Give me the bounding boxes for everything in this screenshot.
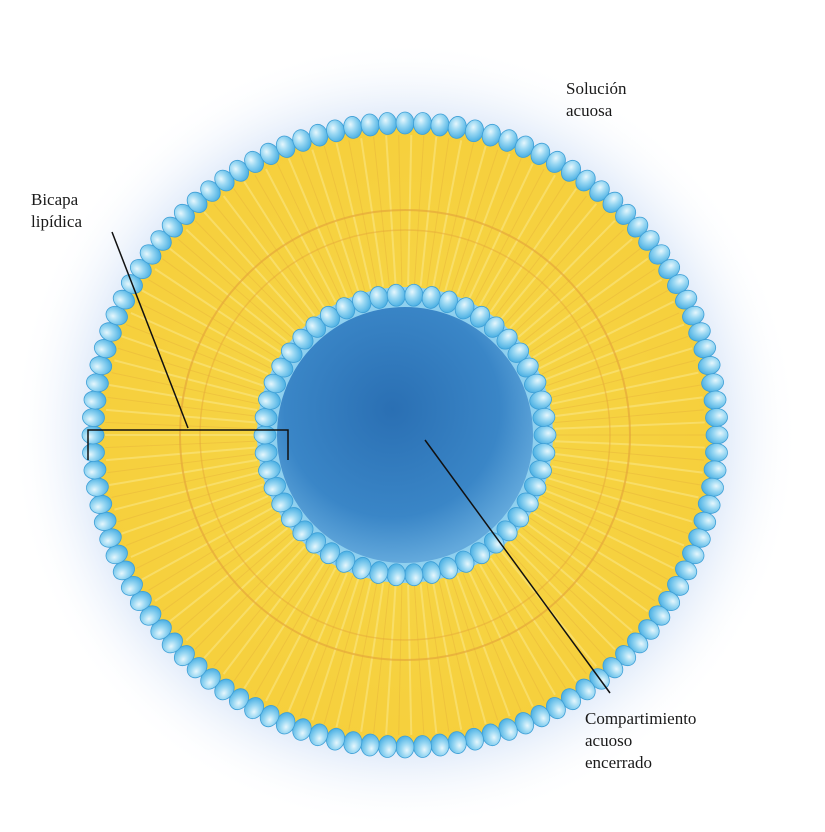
phospholipid-headgroup-icon: [534, 426, 556, 444]
aqueous-solution-label: Solución acuosa: [566, 78, 626, 122]
phospholipid-headgroup-icon: [254, 426, 276, 444]
phospholipid-headgroup-icon: [706, 426, 728, 444]
enclosed-compartment-label-line3: encerrado: [585, 752, 696, 774]
enclosed-compartment-label: Compartimiento acuoso encerrado: [585, 708, 696, 774]
aqueous-solution-label-line1: Solución: [566, 78, 626, 100]
lipid-bilayer-label: Bicapa lipídica: [31, 189, 82, 233]
phospholipid-headgroup-icon: [82, 426, 104, 444]
enclosed-compartment-label-line2: acuoso: [585, 730, 696, 752]
lipid-bilayer-label-line1: Bicapa: [31, 189, 82, 211]
aqueous-solution-label-line2: acuosa: [566, 100, 626, 122]
phospholipid-headgroup-icon: [396, 736, 414, 758]
lipid-bilayer-label-line2: lipídica: [31, 211, 82, 233]
phospholipid-headgroup-icon: [396, 112, 414, 134]
enclosed-compartment-label-line1: Compartimiento: [585, 708, 696, 730]
inner-compartment: [277, 307, 533, 563]
